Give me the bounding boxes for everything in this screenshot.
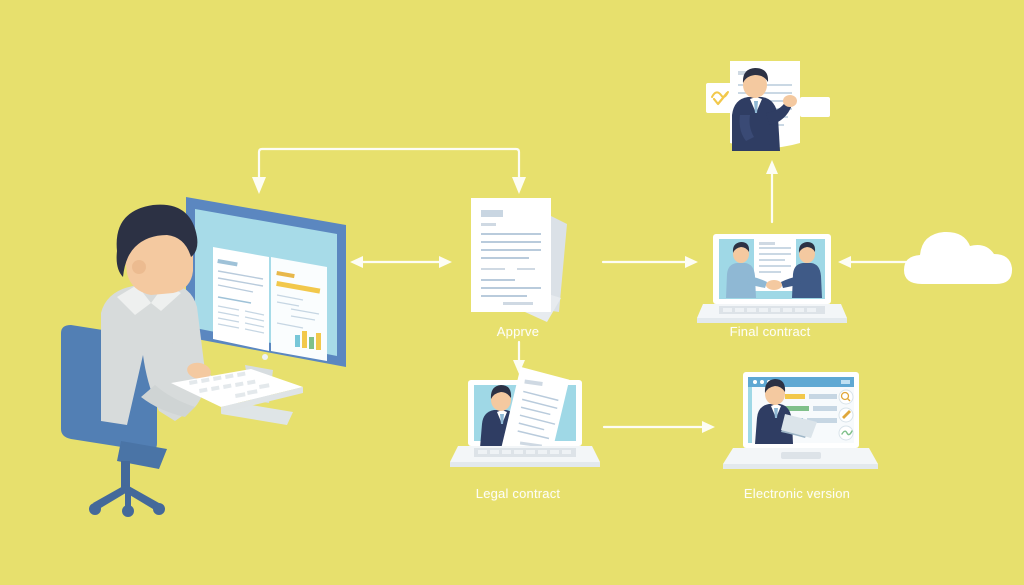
checkmark-badge	[706, 83, 732, 113]
person-working-at-desktop-computer	[55, 185, 375, 535]
laptop-two-people-handshake	[697, 230, 847, 330]
contract-document-stack	[455, 190, 585, 325]
legal-document-sheet	[501, 366, 570, 462]
arrow-cloud-to-final-contract	[838, 256, 910, 268]
laptop-electronic-document-editor	[723, 366, 878, 484]
person-left	[726, 242, 767, 298]
electronic-person-figure	[755, 379, 817, 444]
label-legal-contract: Legal contract	[475, 486, 561, 501]
screen-chart-bars	[295, 331, 321, 350]
label-electronic-version: Electronic version	[743, 486, 851, 501]
businessman-approving-document	[700, 55, 840, 170]
label-approve: Apprve	[496, 324, 540, 339]
person-right	[781, 242, 822, 298]
arrow-legal-contract-to-electronic-version	[602, 421, 715, 433]
front-contract-sheet	[471, 198, 551, 312]
cloud-storage-icon	[900, 222, 1024, 294]
label-final-contract: Final contract	[729, 324, 811, 339]
keyboard	[171, 369, 303, 413]
editor-toolbar[interactable]	[838, 389, 854, 441]
laptop-person-with-legal-document	[450, 366, 600, 483]
businessman-figure	[732, 68, 797, 151]
arrow-document-to-final-contract	[601, 256, 698, 268]
